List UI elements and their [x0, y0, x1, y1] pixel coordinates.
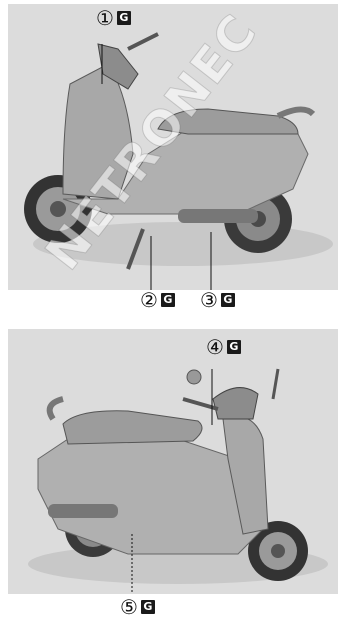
- callout-1-number: ①: [96, 8, 114, 28]
- callout-5-g-badge: G: [141, 600, 155, 614]
- callout-4: ④ G: [206, 337, 241, 357]
- callout-1-g-badge: G: [117, 11, 131, 25]
- callout-1: ① G: [96, 8, 131, 28]
- scooter-right-view-panel: ④ G: [8, 329, 338, 594]
- callout-3-number: ③: [200, 290, 218, 310]
- callout-2-number: ②: [140, 290, 158, 310]
- callout-5: ⑤ G: [120, 597, 155, 617]
- callout-2: ② G: [140, 290, 175, 310]
- callout-5-number: ⑤: [120, 597, 138, 617]
- callout-2-g-badge: G: [161, 293, 175, 307]
- callout-3: ③ G: [200, 290, 235, 310]
- scooter-left-view-panel: NETRONEC ① G: [8, 4, 338, 290]
- callout-3-g-badge: G: [221, 293, 235, 307]
- callout-4-number: ④: [206, 337, 224, 357]
- callout-4-g-badge: G: [227, 340, 241, 354]
- scooter-right-side-illustration: [8, 329, 338, 594]
